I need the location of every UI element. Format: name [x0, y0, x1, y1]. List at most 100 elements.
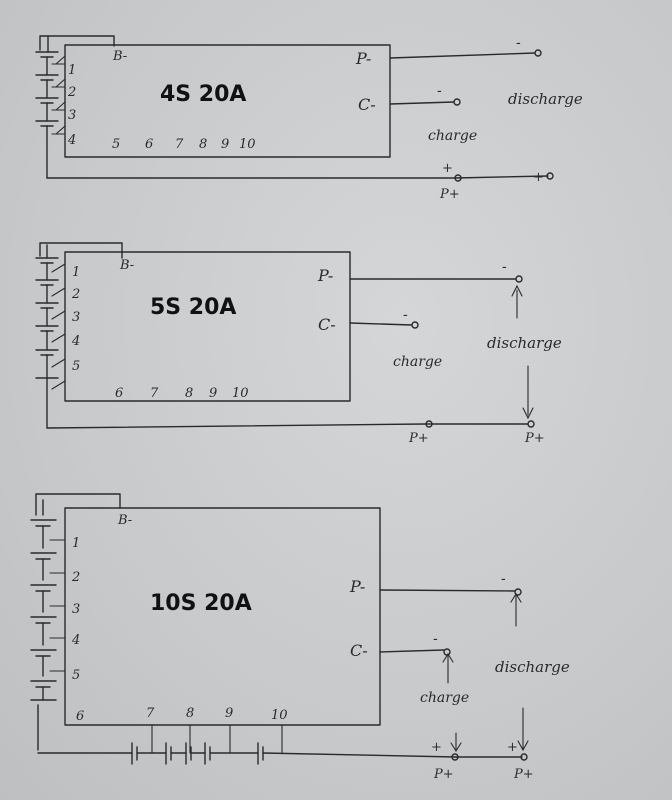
b-minus-wire-5s — [39, 242, 123, 259]
charge-positive-terminal-5s — [425, 420, 433, 428]
b-minus-label-4s: B- — [112, 49, 127, 64]
charge-negative-terminal-5s — [411, 321, 419, 329]
bms-board-5s — [64, 251, 351, 402]
arrow-up-icon — [442, 652, 454, 684]
arrow-down-icon — [517, 707, 529, 752]
cell-number: 3 — [68, 108, 76, 123]
discharge-positive-terminal-10s — [520, 753, 528, 761]
cell-number: 4 — [71, 633, 80, 648]
minus-sign: - — [501, 571, 506, 587]
pad-number: 8 — [199, 137, 207, 152]
minus-sign: - — [403, 307, 408, 323]
pad-number: 8 — [185, 386, 193, 401]
minus-sign: - — [502, 259, 507, 275]
arrow-up-icon — [511, 284, 523, 319]
plus-sign: + — [442, 161, 453, 176]
charge-label-5s: charge — [393, 354, 442, 370]
pad-number: 10 — [239, 137, 256, 152]
pad-number: 8 — [186, 706, 194, 721]
cell-number: 5 — [72, 359, 80, 374]
pad-number: 6 — [145, 137, 153, 152]
charge-label-10s: charge — [420, 690, 469, 706]
p-plus-label-5s: P+ — [408, 431, 429, 446]
diagram-4s: 4S 20A B- P- C- 1 2 3 4 5 6 7 8 9 10 dis… — [35, 35, 583, 202]
pad-number: 10 — [232, 386, 249, 401]
discharge-negative-terminal-5s — [515, 275, 523, 283]
cell-number: 1 — [72, 265, 80, 280]
charge-negative-terminal-4s — [453, 98, 461, 106]
arrow-up-icon — [510, 592, 522, 627]
charge-label-4s: charge — [428, 128, 477, 144]
arrow-down-icon — [522, 365, 534, 420]
cell-number: 1 — [68, 63, 76, 78]
bms-board-10s — [64, 507, 381, 726]
p-minus-label-5s: P- — [317, 266, 333, 285]
diagram-title-4s: 4S 20A — [160, 82, 246, 107]
cell-number: 5 — [72, 668, 80, 683]
pad-number: 7 — [150, 386, 159, 401]
pad-number: 7 — [175, 137, 184, 152]
bms-board-4s — [64, 44, 391, 158]
b-minus-label-10s: B- — [117, 513, 132, 528]
pad-number: 9 — [209, 386, 217, 401]
diagram-10s: 10S 20A B- P- C- 1 2 3 4 5 6 7 8 9 10 di… — [30, 493, 570, 782]
cell-number: 3 — [72, 310, 80, 325]
cell-number: 2 — [71, 287, 80, 302]
b-minus-wire-10s — [35, 493, 121, 516]
cell-number: 3 — [72, 602, 80, 617]
p-plus-label-5s: P+ — [524, 431, 545, 446]
positive-wire-4s — [46, 175, 549, 179]
discharge-negative-wire-10s — [379, 589, 516, 592]
charge-negative-wire-5s — [349, 322, 413, 326]
p-minus-label-4s: P- — [355, 49, 371, 68]
cell-number: 2 — [67, 85, 76, 100]
discharge-label-10s: discharge — [495, 658, 570, 676]
cell-stack-5s — [35, 244, 66, 429]
pad-number: 10 — [271, 708, 288, 723]
charge-positive-terminal-4s — [454, 174, 462, 182]
diagram-title-5s: 5S 20A — [150, 295, 236, 320]
minus-sign: - — [433, 631, 438, 647]
p-minus-label-10s: P- — [349, 577, 365, 596]
pad-number: 9 — [221, 137, 229, 152]
c-minus-label-4s: C- — [358, 95, 376, 114]
pad-number: 5 — [112, 137, 120, 152]
cell-number: 4 — [71, 334, 80, 349]
pad-number: 6 — [115, 386, 123, 401]
discharge-negative-terminal-10s — [514, 588, 522, 596]
charge-positive-terminal-10s — [451, 753, 459, 761]
discharge-positive-terminal-4s — [546, 172, 554, 180]
bottom-cell-string-10s — [37, 724, 457, 765]
discharge-label-4s: discharge — [508, 90, 583, 108]
b-minus-wire-4s — [39, 35, 115, 51]
charge-negative-wire-4s — [389, 101, 455, 105]
pad-number: 9 — [225, 706, 233, 721]
cell-number: 2 — [71, 570, 80, 585]
charge-negative-terminal-10s — [443, 648, 451, 656]
discharge-label-5s: discharge — [487, 334, 562, 352]
plus-sign: + — [507, 740, 518, 755]
discharge-positive-terminal-5s — [527, 420, 535, 428]
p-plus-label-10s: P+ — [433, 767, 454, 782]
positive-wire-5s — [46, 423, 529, 429]
c-minus-label-5s: C- — [318, 315, 336, 334]
plus-sign: + — [533, 170, 544, 185]
diagram-title-10s: 10S 20A — [150, 591, 252, 616]
minus-sign: - — [516, 35, 521, 51]
c-minus-label-10s: C- — [350, 641, 368, 660]
p-plus-label-4s: P+ — [439, 187, 460, 202]
cell-number: 4 — [67, 133, 76, 148]
p-plus-label-10s: P+ — [513, 767, 534, 782]
cell-stack-10s — [30, 499, 66, 751]
plus-sign: + — [431, 740, 442, 755]
cell-stack-4s — [35, 35, 66, 179]
minus-sign: - — [437, 83, 442, 99]
b-minus-label-5s: B- — [119, 258, 134, 273]
charge-negative-wire-10s — [379, 649, 445, 653]
discharge-negative-terminal-4s — [534, 49, 542, 57]
arrow-down-icon — [450, 732, 462, 753]
diagram-5s: 5S 20A B- P- C- 1 2 3 4 5 6 7 8 9 10 dis… — [35, 242, 562, 446]
discharge-negative-wire-4s — [389, 52, 536, 59]
